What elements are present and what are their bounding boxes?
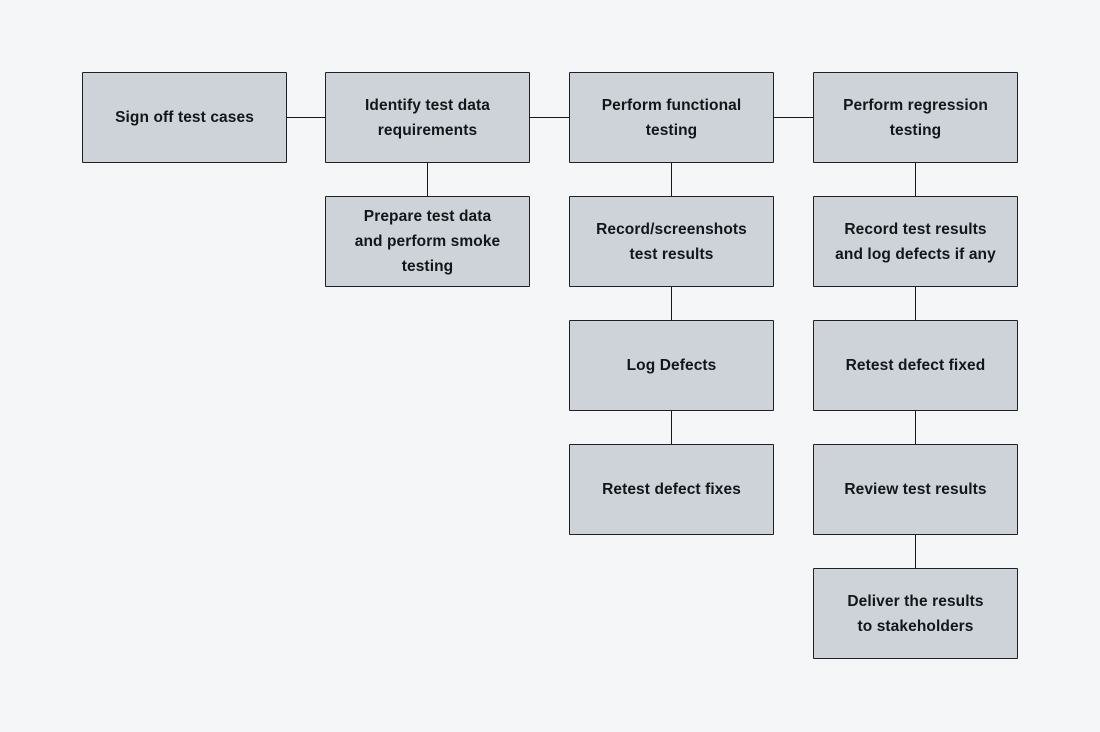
flow-connector-record-screenshots-results--log-defects xyxy=(670,287,673,320)
flow-node-sign-off-test-cases: Sign off test cases xyxy=(82,72,287,163)
flow-node-label: Deliver the results to stakeholders xyxy=(847,592,984,635)
flow-node-label: Record/screenshots test results xyxy=(596,220,747,263)
flow-connector-sign-off-test-cases--identify-test-data xyxy=(287,116,325,119)
flow-node-retest-defect-fixes: Retest defect fixes xyxy=(569,444,774,535)
flow-node-log-defects: Log Defects xyxy=(569,320,774,411)
flow-connector-identify-test-data--perform-functional-testing xyxy=(530,116,569,119)
flow-node-label: Retest defect fixes xyxy=(602,481,741,498)
flow-node-record-screenshots-results: Record/screenshots test results xyxy=(569,196,774,287)
flow-connector-perform-functional-testing--perform-regression-testing xyxy=(774,116,813,119)
flow-node-review-test-results: Review test results xyxy=(813,444,1018,535)
flow-node-label: Identify test data requirements xyxy=(365,96,490,139)
flow-node-perform-regression-testing: Perform regression testing xyxy=(813,72,1018,163)
flow-node-label: Perform functional testing xyxy=(601,96,742,139)
flow-node-label: Perform regression testing xyxy=(843,96,988,139)
flow-connector-retest-defect-fixed--review-test-results xyxy=(914,411,917,444)
flow-connector-review-test-results--deliver-results xyxy=(914,535,917,568)
flow-node-perform-functional-testing: Perform functional testing xyxy=(569,72,774,163)
flow-node-deliver-results: Deliver the results to stakeholders xyxy=(813,568,1018,659)
flow-connector-identify-test-data--prepare-test-data-smoke xyxy=(426,163,429,196)
flow-connector-record-results-log-defects--retest-defect-fixed xyxy=(914,287,917,320)
flow-node-label: Sign off test cases xyxy=(115,109,254,126)
flow-node-label: Log Defects xyxy=(626,357,717,374)
flow-connector-perform-regression-testing--record-results-log-defects xyxy=(914,163,917,196)
flow-node-label: Prepare test data and perform smoke test… xyxy=(354,208,501,275)
flow-node-record-results-log-defects: Record test results and log defects if a… xyxy=(813,196,1018,287)
flow-node-identify-test-data: Identify test data requirements xyxy=(325,72,530,163)
flow-node-retest-defect-fixed: Retest defect fixed xyxy=(813,320,1018,411)
flow-connector-log-defects--retest-defect-fixes xyxy=(670,411,673,444)
flow-node-label: Record test results and log defects if a… xyxy=(835,220,996,263)
flow-node-prepare-test-data-smoke: Prepare test data and perform smoke test… xyxy=(325,196,530,287)
flow-node-label: Retest defect fixed xyxy=(845,357,986,374)
flow-connector-perform-functional-testing--record-screenshots-results xyxy=(670,163,673,196)
flow-node-label: Review test results xyxy=(844,481,987,498)
